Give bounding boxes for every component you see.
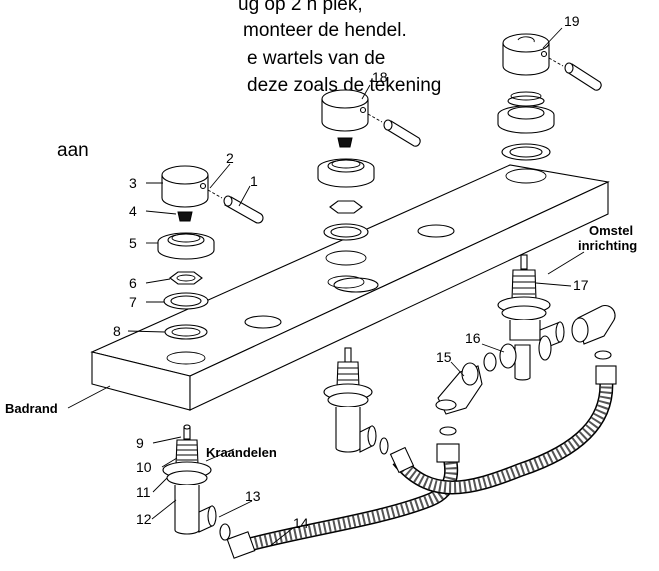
part-number-4: 4 bbox=[129, 203, 137, 219]
braided-hoses bbox=[219, 365, 617, 559]
part-number-7: 7 bbox=[129, 294, 137, 310]
part-number-14: 14 bbox=[293, 515, 309, 531]
part-number-9: 9 bbox=[136, 435, 144, 451]
part-number-13: 13 bbox=[245, 488, 261, 504]
part-number-17: 17 bbox=[573, 277, 589, 293]
part-number-15: 15 bbox=[436, 349, 452, 365]
part-numbers: 1 2 3 4 5 6 7 8 9 10 11 12 13 14 15 16 1… bbox=[113, 13, 589, 531]
part-number-1: 1 bbox=[250, 173, 258, 189]
right-handle-assembly bbox=[497, 33, 602, 184]
part-number-16: 16 bbox=[465, 330, 481, 346]
leader-lines bbox=[67, 27, 585, 547]
part-number-3: 3 bbox=[129, 175, 137, 191]
instruction-line-1: ug op 2 h plek, bbox=[238, 0, 363, 15]
middle-handle-assembly bbox=[317, 89, 421, 289]
part-number-6: 6 bbox=[129, 275, 137, 291]
part-number-11: 11 bbox=[136, 484, 151, 500]
part-number-5: 5 bbox=[129, 235, 137, 251]
part-number-18: 18 bbox=[372, 69, 388, 85]
instruction-line-4: deze zoals de tekening bbox=[247, 75, 442, 96]
deck-plate bbox=[90, 164, 610, 411]
left-handle-assembly bbox=[157, 165, 264, 365]
instruction-line-3: e wartels van de bbox=[247, 48, 386, 69]
instruction-line-5: aan bbox=[57, 140, 89, 161]
part-number-2: 2 bbox=[226, 150, 234, 166]
part-number-8: 8 bbox=[113, 323, 121, 339]
part-number-19: 19 bbox=[564, 13, 580, 29]
label-kraandelen: Kraandelen bbox=[206, 445, 277, 460]
diverter-assembly bbox=[435, 254, 616, 436]
part-number-12: 12 bbox=[136, 511, 152, 527]
part-number-10: 10 bbox=[136, 459, 152, 475]
middle-valve-body bbox=[323, 347, 389, 455]
instruction-line-2: monteer de hendel. bbox=[243, 20, 407, 41]
callout-labels: Badrand Kraandelen Omstel inrichting bbox=[5, 223, 637, 460]
label-omstel: Omstel bbox=[589, 223, 633, 238]
label-badrand: Badrand bbox=[5, 401, 58, 416]
label-inrichting: inrichting bbox=[578, 238, 637, 253]
left-valve-body bbox=[162, 424, 217, 535]
